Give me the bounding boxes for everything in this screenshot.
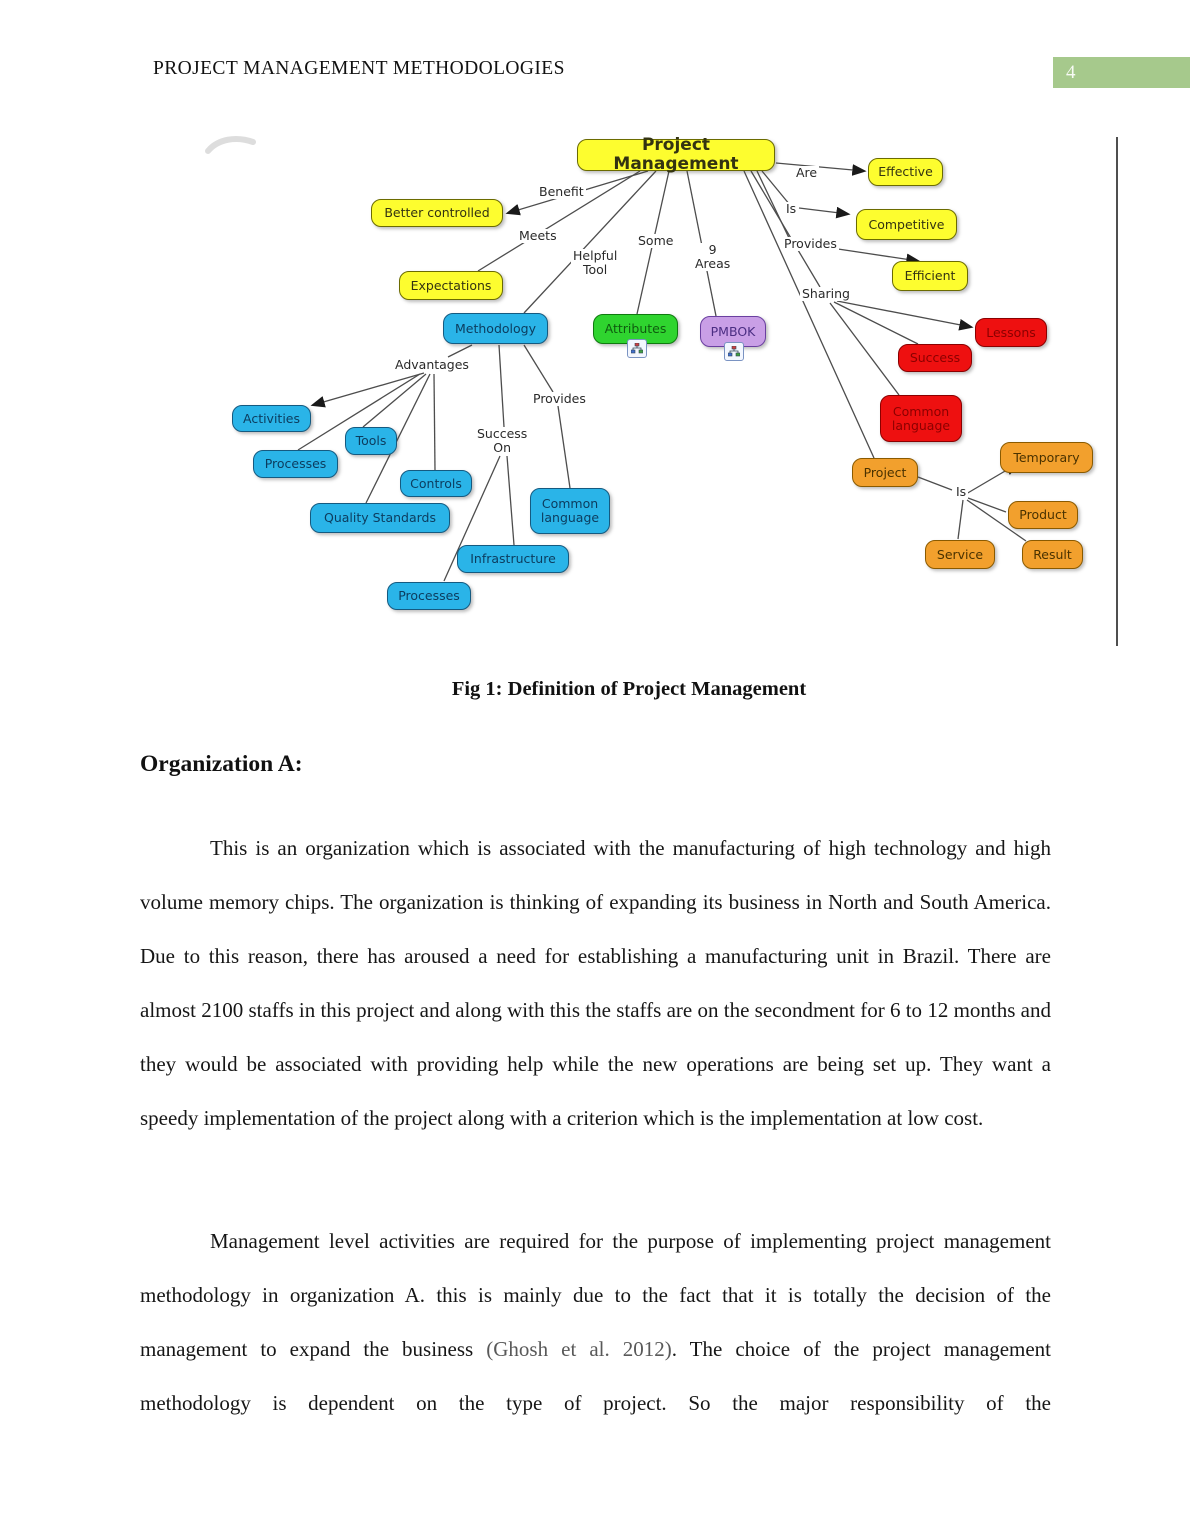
concept-node-methodology: Methodology [443,313,548,344]
edge-advantages-to-activities [310,372,425,408]
edge-sharing-to-lessons [836,300,974,331]
citation-ghosh-2012: (Ghosh et al. 2012) [486,1337,672,1361]
concept-map-edges [205,136,1027,582]
edge-label-is-2: Is [954,484,969,499]
edge-advantages-to-processes [297,373,421,451]
edge-project-management-to-expectations [477,170,641,272]
edge-project-management-to-methodology [523,170,657,314]
concept-node-competitive: Competitive [856,209,957,240]
edge-sharing-to-success [833,301,919,345]
paragraph-2-text: Management level activities are required… [140,1229,1051,1361]
edge-project-management-to-is-1 [761,170,791,206]
edge-is-2-to-result [966,499,1027,542]
edge-methodology-to-advantages [447,344,473,358]
concept-node-tools: Tools [345,427,397,455]
edge-project-management-to-sharing [750,170,821,288]
concept-node-success: Success [898,344,972,372]
concept-node-common-language-red: Common language [880,395,962,442]
concept-node-product: Product [1008,501,1078,529]
edge-is-2-to-product [967,497,1007,513]
concept-node-processes: Processes [253,450,338,478]
edge-label-provides-1: Provides [782,236,839,251]
concept-node-controls: Controls [400,470,472,497]
concept-node-infrastructure: Infrastructure [457,545,569,573]
edge-label-sharing: Sharing [800,286,852,301]
edge-label-is-1: Is [784,201,799,216]
org-chart-icon [724,342,744,361]
edge-project-to-is-2 [917,476,953,491]
edge-methodology-to-success-on [498,344,505,428]
concept-node-expectations: Expectations [399,271,503,300]
faded-swoosh-artifact [205,136,256,154]
edge-label-benefit: Benefit [537,184,586,199]
edge-label-provides-2: Provides [531,391,588,406]
edge-project-management-to-project [743,170,875,459]
edge-provides-2-to-common-language-blue [557,405,571,489]
edge-methodology-to-provides-2 [523,344,554,393]
edge-success-on-to-infrastructure [506,455,515,546]
concept-node-common-language-blue: Common language [530,488,610,534]
concept-node-effective: Effective [868,158,943,186]
concept-node-better-controlled: Better controlled [371,199,503,227]
edge-advantages-to-controls [433,373,436,471]
page-number-box: 4 [1053,57,1190,88]
figure-caption: Fig 1: Definition of Project Management [451,678,807,700]
concept-node-result: Result [1022,540,1083,569]
body-paragraph-1: This is an organization which is associa… [140,836,1051,1130]
concept-node-service: Service [925,540,995,569]
edge-project-management-to-effective [775,162,867,176]
concept-node-temporary: Temporary [1000,442,1093,473]
org-chart-icon [626,339,647,358]
concept-node-activities: Activities [232,405,311,432]
concept-node-project-management: Project Management [577,135,775,174]
figure-border-line [1116,137,1118,646]
edge-is-1-to-competitive [798,206,851,219]
running-head: PROJECT MANAGEMENT METHODOLOGIES [153,58,565,79]
edge-provides-1-to-efficient [837,248,921,266]
edge-is-2-to-service [957,499,964,540]
edge-sharing-to-common-language-red [829,302,900,396]
edge-advantages-to-quality-standards [365,373,431,504]
edge-label-are: Are [794,165,820,180]
edge-label-meets: Meets [517,228,559,243]
edge-label-advantages: Advantages [393,357,471,372]
edge-success-on-to-processes-2 [443,455,501,582]
paragraph-2-text-cont: . The choice of the project management m… [140,1337,1051,1415]
body-paragraph-2: Management level activities are required… [140,1214,1051,1430]
concept-node-processes-2: Processes [387,582,471,610]
concept-node-project: Project [852,458,918,487]
page-number: 4 [1066,62,1076,83]
edge-label-some: Some [636,233,676,248]
section-heading: Organization A: [140,751,303,777]
concept-node-efficient: Efficient [892,261,968,291]
edge-advantages-to-tools [362,373,427,428]
concept-node-lessons: Lessons [975,318,1047,347]
concept-node-quality-standards: Quality Standards [310,503,450,533]
